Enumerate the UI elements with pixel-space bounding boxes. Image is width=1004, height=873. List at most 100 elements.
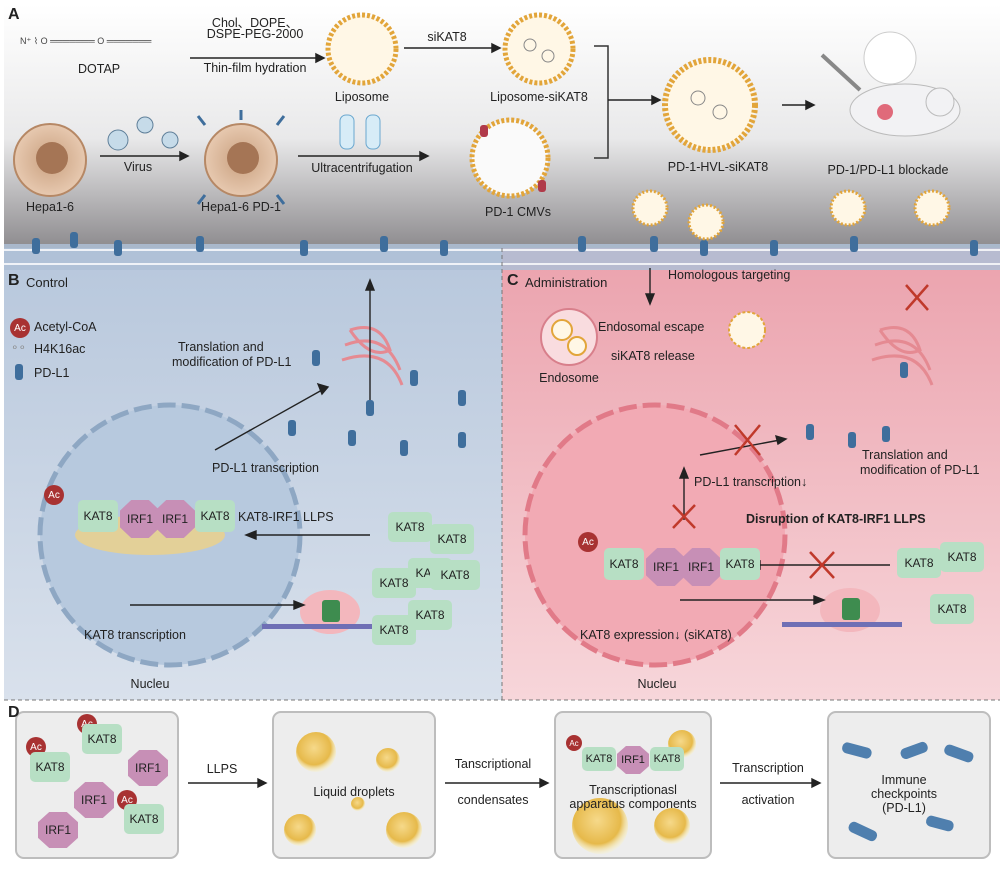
c-kat8-free-3: KAT8	[930, 594, 974, 624]
d-irf1-3: IRF1	[38, 812, 78, 848]
liposome-label: Liposome	[334, 90, 390, 104]
legend-pdl1: PD-L1	[34, 366, 70, 380]
legend-acetyl-coa: Acetyl-CoA	[34, 320, 97, 334]
b-nucleus-label: Nucleu	[130, 677, 170, 691]
pd1-hvl-sikat8-label: PD-1-HVL-siKAT8	[667, 160, 769, 174]
hepa-cell	[13, 123, 87, 197]
b-kat8-right: KAT8	[195, 500, 235, 532]
d-kat8-2: KAT8	[30, 752, 70, 782]
thin-film-hydration: Thin-film hydration	[203, 61, 307, 75]
b-translation-line1: Translation and	[178, 340, 264, 354]
centrifuge-tubes	[339, 114, 381, 150]
c-kat8-free-1: KAT8	[897, 548, 941, 578]
panel-b-er	[341, 326, 404, 386]
virus-label: Virus	[123, 160, 153, 174]
panel-c-er	[871, 326, 934, 386]
c-irf1-2: IRF1	[681, 548, 721, 586]
d-liquid-droplets: Liquid droplets	[313, 785, 395, 799]
legend-h4k16ac: H4K16ac	[34, 342, 86, 356]
d-apparatus-ac: Ac	[566, 735, 582, 751]
panel-label-b: B	[8, 272, 20, 289]
b-pdl1-transcription: PD-L1 transcription	[212, 461, 319, 475]
sikat8-label: siKAT8	[427, 30, 467, 44]
b-translation-line2: modification of PD-L1	[172, 355, 292, 369]
c-kat8-expression: KAT8 expression↓ (siKAT8)	[580, 628, 732, 642]
panel-b-title: Control	[26, 275, 68, 290]
panel-label-d: D	[8, 704, 20, 721]
d-irf1-2: IRF1	[74, 782, 114, 818]
merge-bracket	[594, 45, 609, 159]
d-irf1-1: IRF1	[128, 750, 168, 786]
membrane-vesicles	[631, 189, 951, 241]
c-homologous-targeting: Homologous targeting	[668, 268, 791, 282]
panel-d-arrows	[188, 777, 822, 789]
liposome	[325, 12, 399, 86]
panel-c-scattered-pdl1	[806, 362, 908, 448]
pd1-hvl-sikat8	[662, 57, 758, 153]
c-translation-line1: Translation and	[862, 448, 948, 462]
dotap-label: DOTAP	[78, 62, 121, 76]
b-irf1-1: IRF1	[120, 500, 160, 538]
d-activation: activation	[741, 793, 795, 807]
c-kat8-left: KAT8	[604, 548, 644, 580]
pd1-blockade-label: PD-1/PD-L1 blockade	[827, 163, 949, 177]
c-acetyl-mark: Ac	[578, 532, 598, 552]
d-apparatus-line2: apparatus components	[569, 797, 697, 811]
reagents-line1: Chol、DOPE、	[211, 16, 299, 30]
panel-label-a: A	[8, 6, 20, 23]
c-sikat8-release: siKAT8 release	[611, 349, 695, 363]
c-pdl1-transcription: PD-L1 transcription↓	[694, 475, 808, 489]
b-kat8-left: KAT8	[78, 500, 118, 532]
d-immune-line2: checkpoints	[870, 787, 938, 801]
panel-b-scattered-pdl1	[288, 350, 466, 456]
d-apparatus-kat8-1: KAT8	[582, 747, 616, 771]
reagents-line2: DSPE-PEG-2000	[206, 27, 304, 41]
d-apparatus-kat8-2: KAT8	[650, 747, 684, 771]
d-kat8-1: KAT8	[82, 724, 122, 754]
d-condensates: condensates	[457, 793, 529, 807]
pd1-cmvs-label: PD-1 CMVs	[485, 205, 551, 219]
b-irf1-2: IRF1	[155, 500, 195, 538]
virus-particles	[107, 116, 179, 151]
panel-c-endosome	[540, 308, 766, 366]
panel-label-c: C	[507, 272, 519, 289]
panel-d-droplets	[284, 730, 696, 854]
b-kat8-transcription: KAT8 transcription	[84, 628, 186, 642]
d-apparatus-line1: Transcriptionasl	[589, 783, 677, 797]
hepa-pd1-cell	[196, 110, 286, 205]
d-kat8-3: KAT8	[124, 804, 164, 834]
dotap-structure: N⁺ ⌇ O ═══════ O ═══════	[20, 36, 152, 46]
d-tanscriptional: Tanscriptional	[454, 757, 532, 771]
h4k16ac-icon: ∘∘	[11, 340, 27, 354]
liposome-sikat8	[502, 12, 576, 86]
b-kat8-cluster-4: KAT8	[372, 568, 416, 598]
liposome-sikat8-label: Liposome-siKAT8	[490, 90, 588, 104]
d-immune-line3: (PD-L1)	[882, 801, 926, 815]
d-transcription: Transcription	[732, 761, 804, 775]
b-kat8-cluster-5: KAT8	[430, 560, 480, 590]
d-immune-line1: Immune	[881, 773, 927, 787]
panel-c-nucleus	[522, 402, 788, 668]
c-kat8-right: KAT8	[720, 548, 760, 580]
mouse-illustration	[820, 31, 961, 137]
c-nucleus-label: Nucleu	[637, 677, 677, 691]
panel-b-arrows	[130, 278, 376, 611]
panel-a-arrows	[100, 42, 816, 162]
b-acetyl-mark: Ac	[44, 485, 64, 505]
panel-c-title: Administration	[525, 275, 608, 290]
panel-d-checkpoints	[842, 741, 974, 842]
b-kat8-cluster-1: KAT8	[388, 512, 432, 542]
d-apparatus-irf1: IRF1	[617, 746, 649, 774]
c-disruption-llps: Disruption of KAT8-IRF1 LLPS	[746, 512, 926, 526]
panel-b-ribosome	[262, 590, 382, 634]
hepa-pd1-label: Hepa1-6 PD-1	[201, 200, 281, 214]
b-kat8-cluster-7: KAT8	[372, 615, 416, 645]
panel-c-blocked-marks	[672, 284, 929, 579]
c-irf1-1: IRF1	[646, 548, 686, 586]
pd1-cmv	[469, 117, 551, 199]
c-kat8-free-2: KAT8	[940, 542, 984, 572]
b-llps-label: KAT8-IRF1 LLPS	[238, 510, 334, 524]
panel-c-ribosome	[782, 588, 902, 632]
